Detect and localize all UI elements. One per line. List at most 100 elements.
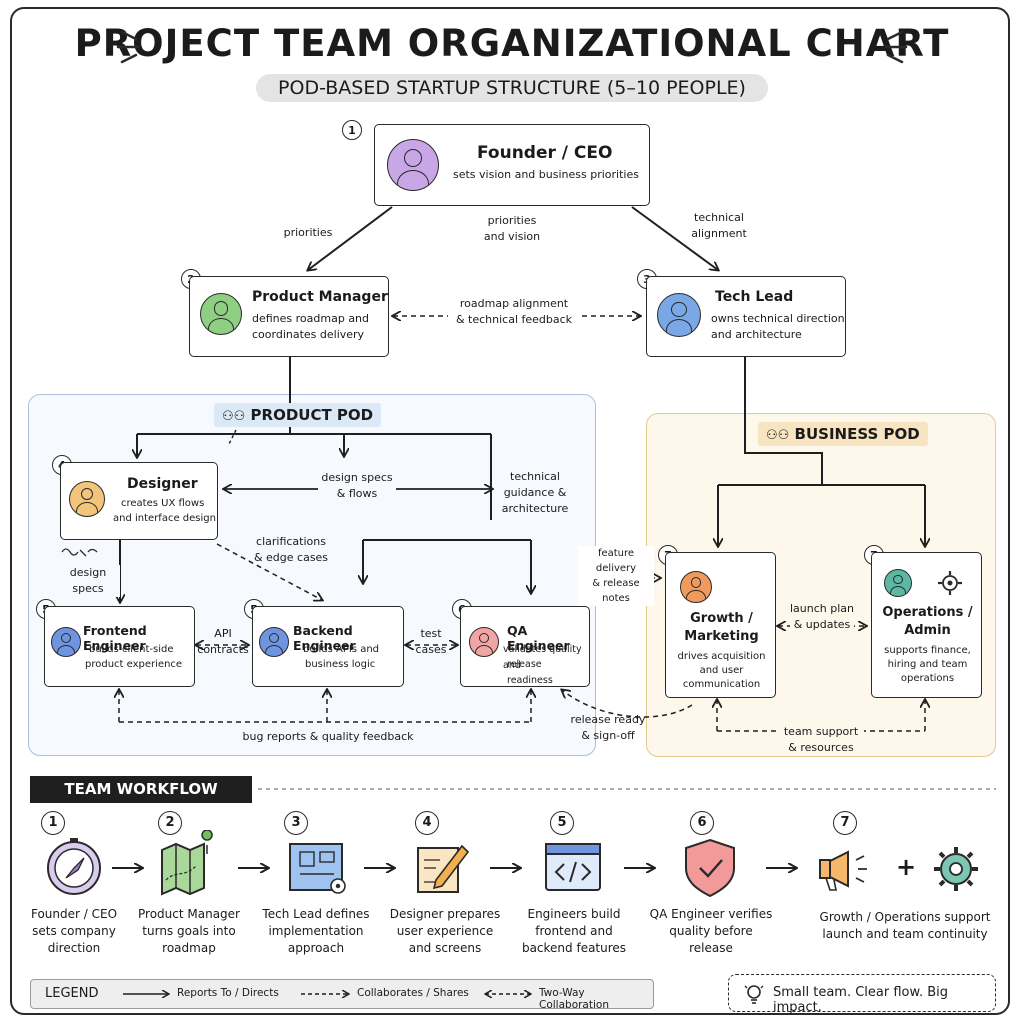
node-desc: and user xyxy=(699,665,744,676)
node-desc: supports finance, xyxy=(884,645,971,656)
avatar-designer xyxy=(69,481,105,517)
node-operations-admin[interactable]: Operations / Admin supports finance, hir… xyxy=(871,552,982,698)
node-name: Frontend Engineer xyxy=(83,623,147,653)
legend-item: Collaborates / Shares xyxy=(357,987,469,999)
legend-item: Two-Way Collaboration xyxy=(539,987,609,1011)
legend-title: LEGEND xyxy=(45,986,99,1001)
avatar-frontend-engineer xyxy=(51,627,81,657)
lightbulb-icon xyxy=(744,985,764,1004)
gear-icon xyxy=(938,571,962,595)
node-qa-engineer[interactable]: QA Engineer validates quality and releas… xyxy=(460,606,590,687)
gear-icon xyxy=(934,847,978,891)
node-desc: builds client-side xyxy=(89,644,174,655)
edge-label-design-specs-flows: design specs& flows xyxy=(318,470,396,502)
workflow-step-number: 2 xyxy=(158,811,182,835)
node-product-manager[interactable]: Product Manager defines roadmap and coor… xyxy=(189,276,389,357)
node-name: Tech Lead xyxy=(715,289,794,305)
node-desc: release readiness xyxy=(507,659,553,686)
node-name: Operations / xyxy=(882,605,973,620)
workflow-divider xyxy=(258,788,996,790)
node-frontend-engineer[interactable]: Frontend Engineer builds client-side pro… xyxy=(44,606,195,687)
map-icon xyxy=(161,830,213,896)
node-backend-engineer[interactable]: Backend Engineer builds APIs and busines… xyxy=(252,606,404,687)
node-desc: and interface design xyxy=(113,513,216,524)
node-desc: hiring and team xyxy=(887,659,968,670)
workflow-step-number: 1 xyxy=(41,811,65,835)
edge-label-clarifications: clarifications& edge cases xyxy=(253,535,329,564)
node-desc: validates quality and xyxy=(503,644,582,671)
legend-item: Reports To / Directs xyxy=(177,987,279,999)
node-desc: creates UX flows xyxy=(121,498,205,509)
workflow-step-number: 7 xyxy=(833,811,857,835)
workflow-step-number: 6 xyxy=(690,811,714,835)
node-designer[interactable]: Designer creates UX flows and interface … xyxy=(60,462,218,540)
edge-label-design-specs: design specs xyxy=(56,565,120,597)
node-growth-marketing[interactable]: Growth / Marketing drives acquisition an… xyxy=(665,552,776,698)
workflow-step-number: 3 xyxy=(284,811,308,835)
avatar-product-manager xyxy=(200,293,242,335)
node-desc: coordinates delivery xyxy=(252,328,365,341)
tagline-box: Small team. Clear flow. Big impact. xyxy=(728,974,996,1015)
node-tech-lead[interactable]: Tech Lead owns technical direction and a… xyxy=(646,276,846,357)
workflow-plus: + xyxy=(896,853,917,881)
business-pod-label: ⚇⚇ BUSINESS POD xyxy=(758,422,928,446)
edge-label-team-support: team support& resources xyxy=(778,724,864,756)
workflow-icons xyxy=(47,830,978,898)
node-desc: defines roadmap and xyxy=(252,312,370,325)
megaphone-icon xyxy=(819,850,867,891)
edge-label-launch-plan: launch plan& updates xyxy=(790,601,855,633)
team-icon: ⚇⚇ xyxy=(766,428,790,443)
avatar-tech-lead xyxy=(657,293,701,337)
node-desc: business logic xyxy=(305,659,376,670)
node-name: QA Engineer xyxy=(507,623,570,653)
design-pencil-icon xyxy=(417,844,470,893)
edge-label-feature-delivery: feature delivery& release notes xyxy=(578,546,654,606)
node-desc: drives acquisition xyxy=(677,651,766,662)
compass-icon xyxy=(47,838,101,895)
avatar-ceo xyxy=(387,139,439,191)
node-name: Backend Engineer xyxy=(293,623,356,653)
node-desc: communication xyxy=(682,679,761,690)
node-name: Product Manager xyxy=(252,289,388,305)
node-desc: operations xyxy=(900,673,955,684)
node-desc: owns technical direction xyxy=(711,312,845,325)
team-icon: ⚇⚇ xyxy=(222,409,246,424)
node-name: Growth / xyxy=(690,611,753,626)
edge-label-release-ready: release ready& sign-off xyxy=(570,713,646,742)
chart-frame xyxy=(10,7,1010,1015)
avatar-qa-engineer xyxy=(469,627,499,657)
page-title: PROJECT TEAM ORGANIZATIONAL CHART xyxy=(74,22,950,65)
node-name: Marketing xyxy=(684,629,759,644)
workflow-step-number: 5 xyxy=(550,811,574,835)
avatar-growth-marketing xyxy=(680,571,712,603)
code-window-icon xyxy=(545,843,601,891)
node-founder-ceo[interactable]: Founder / CEO sets vision and business p… xyxy=(374,124,650,206)
step-badge-ceo: 1 xyxy=(342,120,362,140)
node-desc: sets vision and business priorities xyxy=(453,168,639,181)
node-desc: builds APIs and xyxy=(303,644,380,655)
edge-label-bug-reports: bug reports & quality feedback xyxy=(242,730,414,743)
legend-lines xyxy=(123,980,653,1008)
shield-check-icon xyxy=(685,838,735,898)
workflow-step-number: 4 xyxy=(415,811,439,835)
edge-label-roadmap-alignment: roadmap alignment& technical feedback xyxy=(448,296,580,328)
legend: LEGEND Reports To / Directs Collaborates… xyxy=(30,979,654,1011)
node-desc: product experience xyxy=(85,659,183,670)
blueprint-icon xyxy=(289,843,346,894)
avatar-backend-engineer xyxy=(259,627,289,657)
node-name: Admin xyxy=(904,623,951,638)
edge-label-priorities: priorities xyxy=(283,226,333,239)
node-desc: and architecture xyxy=(711,328,802,341)
